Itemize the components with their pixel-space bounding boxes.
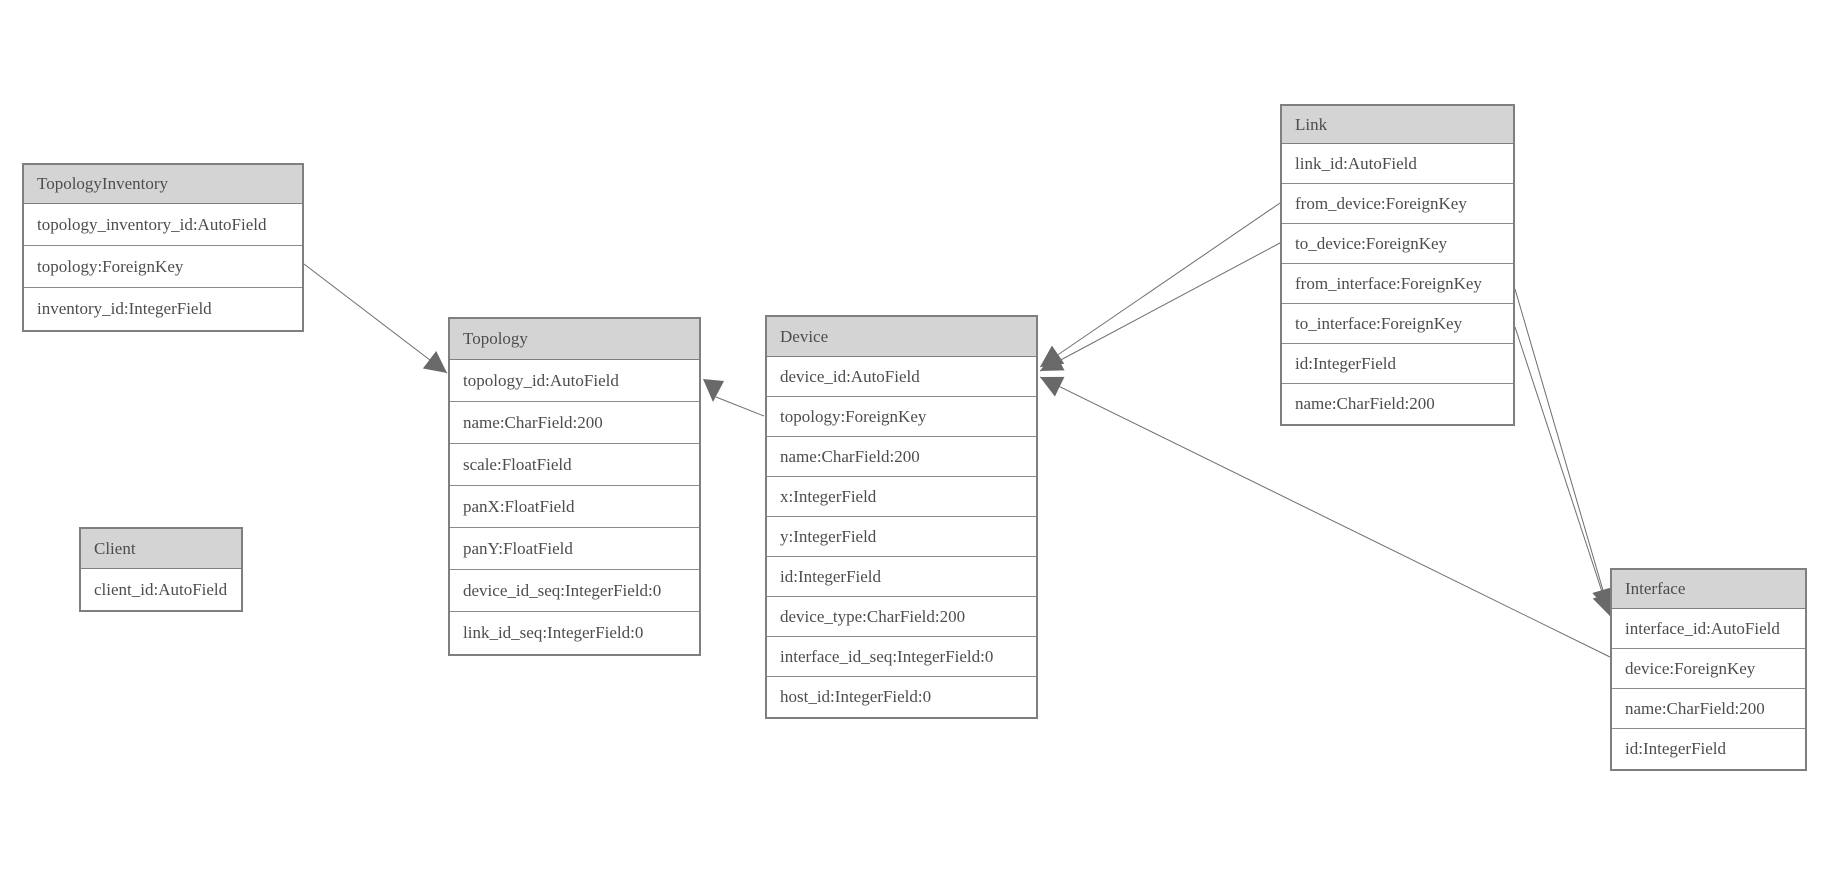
table-title-client: Client bbox=[81, 529, 241, 569]
relationship-link-from_interface-interface bbox=[1514, 288, 1614, 612]
field-row-client-0: client_id:AutoField bbox=[94, 579, 228, 599]
field-row-link-4: to_interface:ForeignKey bbox=[1282, 304, 1513, 344]
field-row-link-2: to_device:ForeignKey bbox=[1282, 224, 1513, 264]
field-row-topology-5: device_id_seq:IntegerField:0 bbox=[450, 570, 699, 612]
field-row-device-7: interface_id_seq:IntegerField:0 bbox=[767, 637, 1036, 677]
field-row-interface-1: device:ForeignKey bbox=[1612, 649, 1805, 689]
field-row-topology_inventory-1: topology:ForeignKey bbox=[24, 246, 302, 288]
entity-table-client: Client client_id:AutoField bbox=[79, 527, 243, 612]
field-row-device-8: host_id:IntegerField:0 bbox=[780, 687, 932, 706]
field-row-topology_inventory-2: inventory_id:IntegerField bbox=[37, 299, 212, 318]
field-row-topology-2: scale:FloatField bbox=[450, 444, 699, 486]
field-row-interface-2: name:CharField:200 bbox=[1612, 689, 1805, 729]
field-row-device-5: id:IntegerField bbox=[767, 557, 1036, 597]
field-row-topology-4: panY:FloatField bbox=[450, 528, 699, 570]
field-row-device-3: x:IntegerField bbox=[767, 477, 1036, 517]
field-row-device-6: device_type:CharField:200 bbox=[767, 597, 1036, 637]
relationship-device-topology bbox=[715, 396, 765, 417]
field-row-topology-0: topology_id:AutoField bbox=[450, 360, 699, 402]
table-title-link: Link bbox=[1282, 106, 1513, 144]
relationship-interface-device bbox=[1039, 376, 1611, 658]
field-row-link-0: link_id:AutoField bbox=[1282, 144, 1513, 184]
table-title-topology: Topology bbox=[450, 319, 699, 360]
field-row-device-4: y:IntegerField bbox=[767, 517, 1036, 557]
field-row-topology_inventory-0: topology_inventory_id:AutoField bbox=[24, 204, 302, 246]
table-title-interface: Interface bbox=[1612, 570, 1805, 609]
field-row-interface-0: interface_id:AutoField bbox=[1612, 609, 1805, 649]
field-row-link-5: id:IntegerField bbox=[1282, 344, 1513, 384]
arrowhead-device-topology-icon bbox=[703, 379, 724, 402]
table-title-device: Device bbox=[767, 317, 1036, 357]
field-row-device-1: topology:ForeignKey bbox=[767, 397, 1036, 437]
field-row-topology-3: panX:FloatField bbox=[450, 486, 699, 528]
field-row-link-6: name:CharField:200 bbox=[1295, 394, 1435, 413]
field-row-topology-1: name:CharField:200 bbox=[450, 402, 699, 444]
field-row-device-2: name:CharField:200 bbox=[767, 437, 1036, 477]
field-row-interface-3: id:IntegerField bbox=[1625, 739, 1727, 758]
field-row-topology-6: link_id_seq:IntegerField:0 bbox=[463, 623, 644, 642]
relationship-link-to_interface-interface bbox=[1514, 326, 1614, 617]
relationship-link-to_device-device bbox=[1039, 242, 1281, 372]
relationship-topologyinventory-topology bbox=[303, 263, 448, 374]
field-row-device-0: device_id:AutoField bbox=[767, 357, 1036, 397]
field-row-link-3: from_interface:ForeignKey bbox=[1282, 264, 1513, 304]
field-row-link-1: from_device:ForeignKey bbox=[1282, 184, 1513, 224]
relationship-link-from_device-device bbox=[1039, 202, 1281, 368]
table-title-topology_inventory: TopologyInventory bbox=[24, 165, 302, 204]
